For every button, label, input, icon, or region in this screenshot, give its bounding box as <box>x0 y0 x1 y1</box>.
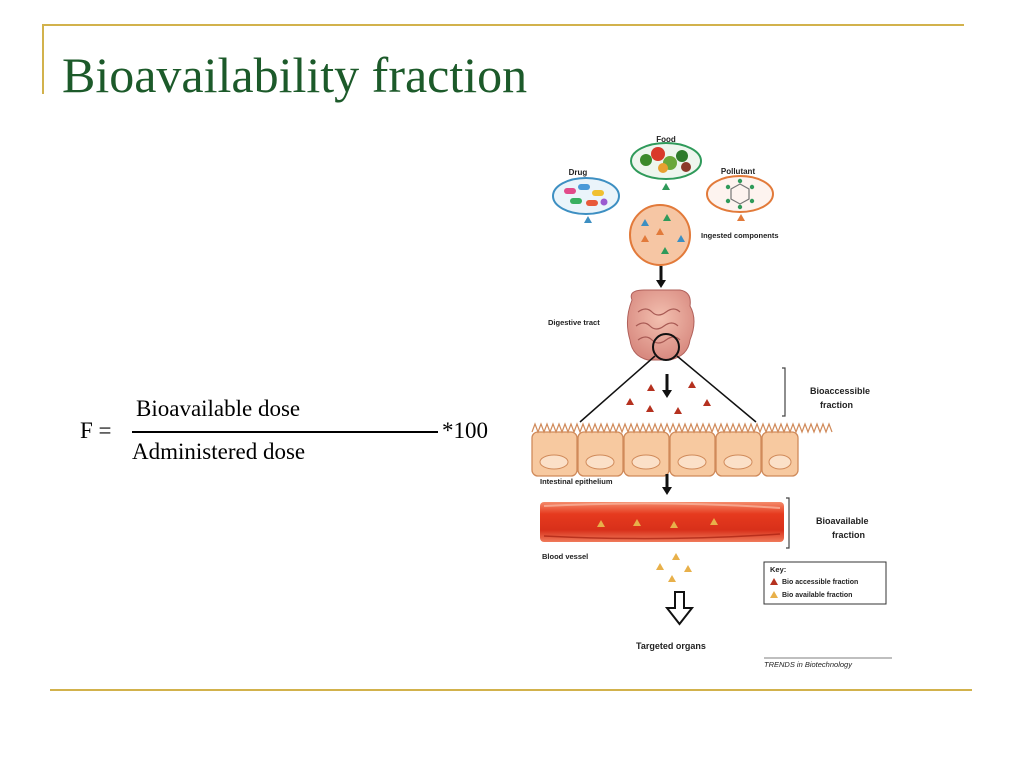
digestive-label: Digestive tract <box>548 318 600 327</box>
funnel-line-left <box>579 355 656 423</box>
bioavailable-bracket <box>786 497 790 549</box>
key-bioavailable-swatch <box>770 591 778 598</box>
food-triangle <box>662 183 670 190</box>
drug-label: Drug <box>569 168 588 177</box>
bioavailable-label-1: Bioavailable <box>816 516 869 526</box>
food-source: Food <box>630 135 702 180</box>
arrow-down-3 <box>662 474 672 495</box>
bioavailability-diagram: Food Drug Pollutant Ingested components <box>531 135 892 669</box>
formula-denominator: Administered dose <box>132 439 306 464</box>
pollutant-source: Pollutant <box>706 167 774 213</box>
food-label: Food <box>656 135 676 144</box>
frame-left-line <box>42 24 44 94</box>
targeted-organs-label: Targeted organs <box>636 641 706 651</box>
digestive-tract: Digestive tract <box>548 289 695 361</box>
ingested-components: Ingested components <box>629 204 779 266</box>
slide-title: Bioavailability fraction <box>62 47 528 103</box>
drug-source: Drug <box>552 168 620 215</box>
arrow-down-1 <box>656 266 666 288</box>
bioavailable-label-2: fraction <box>832 530 865 540</box>
formula-numerator: Bioavailable dose <box>136 396 301 421</box>
formula-multiplier: *100 <box>442 418 488 443</box>
key-bioaccessible-label: Bio accessible fraction <box>782 579 858 586</box>
key-title: Key: <box>770 565 786 574</box>
bioaccessible-triangles <box>626 381 711 414</box>
bioaccessible-label-1: Bioaccessible <box>810 386 870 396</box>
funnel-line-right <box>676 355 757 423</box>
bioavailable-triangles <box>656 553 692 582</box>
bioaccessible-label-2: fraction <box>820 400 853 410</box>
pollutant-triangle <box>737 214 745 221</box>
key-bioaccessible-swatch <box>770 578 778 585</box>
drug-triangle <box>584 216 592 223</box>
source-label: TRENDS in Biotechnology <box>764 660 853 669</box>
hollow-arrow-down <box>664 591 695 626</box>
formula-lhs: F = <box>80 418 112 443</box>
frame-bottom-line <box>50 689 972 691</box>
frame-top-line <box>44 24 964 26</box>
ingested-label: Ingested components <box>701 231 779 240</box>
intestinal-epithelium: Intestinal epithelium <box>531 422 833 486</box>
key-bioavailable-label: Bio available fraction <box>782 592 852 599</box>
blood-vessel-label: Blood vessel <box>542 552 588 561</box>
fraction-bar <box>132 431 438 433</box>
legend-key: Key: Bio accessible fraction Bio availab… <box>763 561 887 605</box>
pollutant-label: Pollutant <box>721 167 756 176</box>
arrow-down-2 <box>662 374 672 398</box>
blood-vessel: Blood vessel <box>540 502 784 561</box>
bioaccessible-bracket <box>782 367 786 417</box>
epithelium-label: Intestinal epithelium <box>540 477 613 486</box>
